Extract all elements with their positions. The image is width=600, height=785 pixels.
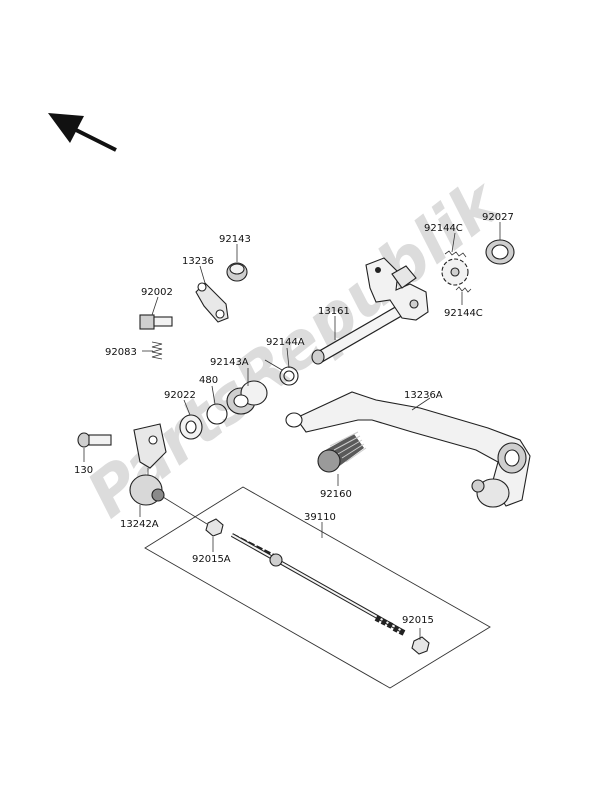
label-92144A: 92144A — [266, 337, 305, 348]
label-92144C-top: 92144C — [424, 223, 463, 234]
label-13236: 13236 — [182, 256, 214, 267]
spring-bottom — [455, 286, 472, 293]
leader-lines — [83, 222, 501, 640]
arrow-up-left-icon — [48, 113, 117, 152]
shift-shaft — [311, 257, 429, 365]
spring-92083 — [151, 341, 163, 360]
pedal-rubber — [317, 431, 367, 473]
label-13161: 13161 — [318, 306, 350, 317]
cam-plate — [441, 258, 469, 286]
shift-rod — [231, 533, 406, 636]
label-92143A: 92143A — [210, 357, 249, 368]
label-92015A: 92015A — [192, 554, 231, 565]
label-130: 130 — [74, 465, 93, 476]
torsion-spring — [264, 359, 299, 386]
nut-92015 — [411, 636, 430, 655]
label-92022: 92022 — [164, 390, 196, 401]
oil-seal — [485, 239, 515, 265]
small-lever — [195, 282, 229, 323]
label-92027: 92027 — [482, 212, 514, 223]
label-39110: 39110 — [304, 512, 336, 523]
label-13242A: 13242A — [120, 519, 159, 530]
collar-92143A — [226, 380, 268, 415]
label-92083: 92083 — [105, 347, 137, 358]
nut-92015A — [205, 518, 224, 537]
bolt-92002 — [139, 314, 173, 330]
label-92143: 92143 — [219, 234, 251, 245]
rod-group-frame — [144, 486, 491, 689]
collar — [226, 262, 248, 282]
lever-arm — [129, 423, 167, 506]
label-480: 480 — [199, 375, 218, 386]
shift-pedal — [285, 391, 531, 508]
label-13236A: 13236A — [404, 390, 443, 401]
washer — [179, 414, 203, 440]
label-92002: 92002 — [141, 287, 173, 298]
bolt-130 — [77, 432, 112, 448]
label-92144C-bottom: 92144C — [444, 308, 483, 319]
circlip — [206, 403, 228, 425]
spring-top — [444, 250, 467, 258]
label-92160: 92160 — [320, 489, 352, 500]
label-92015: 92015 — [402, 615, 434, 626]
